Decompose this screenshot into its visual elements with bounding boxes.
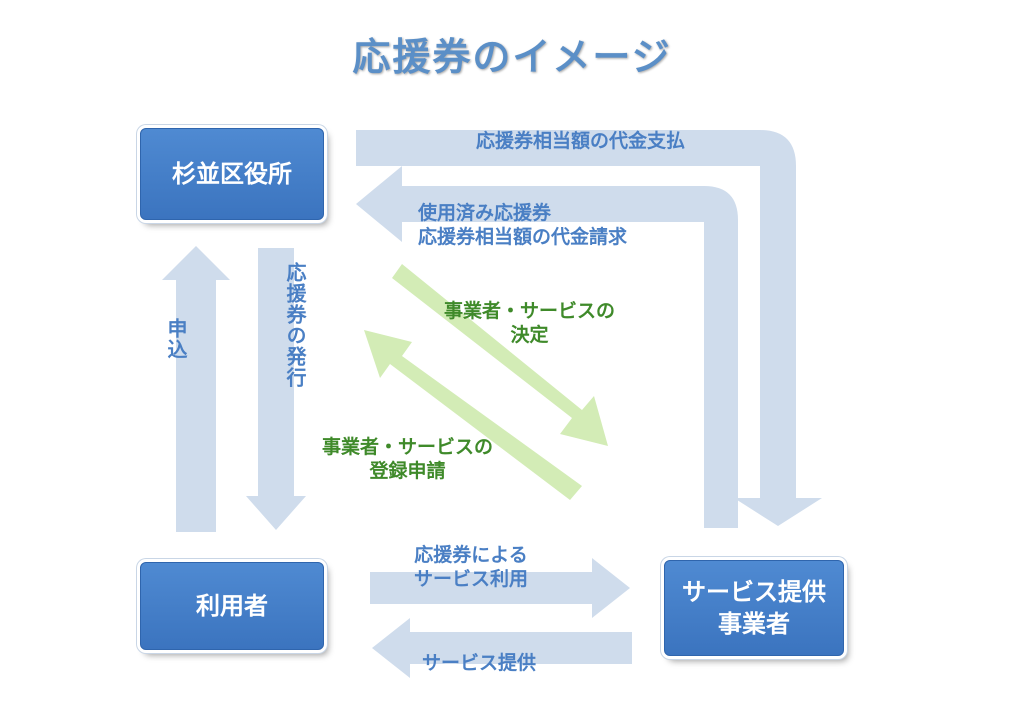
city-office-label: 杉並区役所 <box>172 159 292 188</box>
usage-arrow <box>370 558 630 618</box>
provision-label: サービス提供 <box>422 652 537 674</box>
provision-arrow <box>372 618 632 678</box>
provider-label-line1: サービス提供 <box>682 577 826 606</box>
application-label: 申込 <box>164 318 188 360</box>
claim-label: 使用済み応援券 応援券相当額の代金請求 <box>418 202 627 250</box>
registration-arrow <box>364 330 582 500</box>
usage-label-line2: サービス利用 <box>414 567 529 590</box>
decision-label: 事業者・サービスの 決定 <box>444 300 615 348</box>
provider-node: サービス提供 事業者 <box>664 560 844 656</box>
city-office-node: 杉並区役所 <box>140 128 324 220</box>
decision-arrow <box>392 264 608 446</box>
diagram-title: 応援券のイメージ <box>352 35 672 79</box>
application-arrow <box>162 246 230 532</box>
payment-arrow <box>356 130 822 526</box>
registration-label: 事業者・サービスの 登録申請 <box>322 436 493 484</box>
claim-label-line2: 応援券相当額の代金請求 <box>418 225 628 248</box>
registration-label-line2: 登録申請 <box>369 459 446 482</box>
issuance-arrow <box>246 248 306 530</box>
user-label: 利用者 <box>196 591 268 620</box>
issuance-label: 応援券の発行 <box>283 262 307 388</box>
claim-label-line1: 使用済み応援券 <box>418 202 552 224</box>
decision-label-line2: 決定 <box>510 323 549 346</box>
decision-label-line1: 事業者・サービスの <box>444 300 616 322</box>
payment-label: 応援券相当額の代金支払 <box>476 130 686 152</box>
registration-label-line1: 事業者・サービスの <box>322 436 494 458</box>
claim-arrow <box>356 166 738 528</box>
user-node: 利用者 <box>140 562 324 650</box>
usage-label-line1: 応援券による <box>414 544 528 566</box>
provider-label-line2: 事業者 <box>718 610 790 638</box>
usage-label: 応援券による サービス利用 <box>414 544 528 592</box>
